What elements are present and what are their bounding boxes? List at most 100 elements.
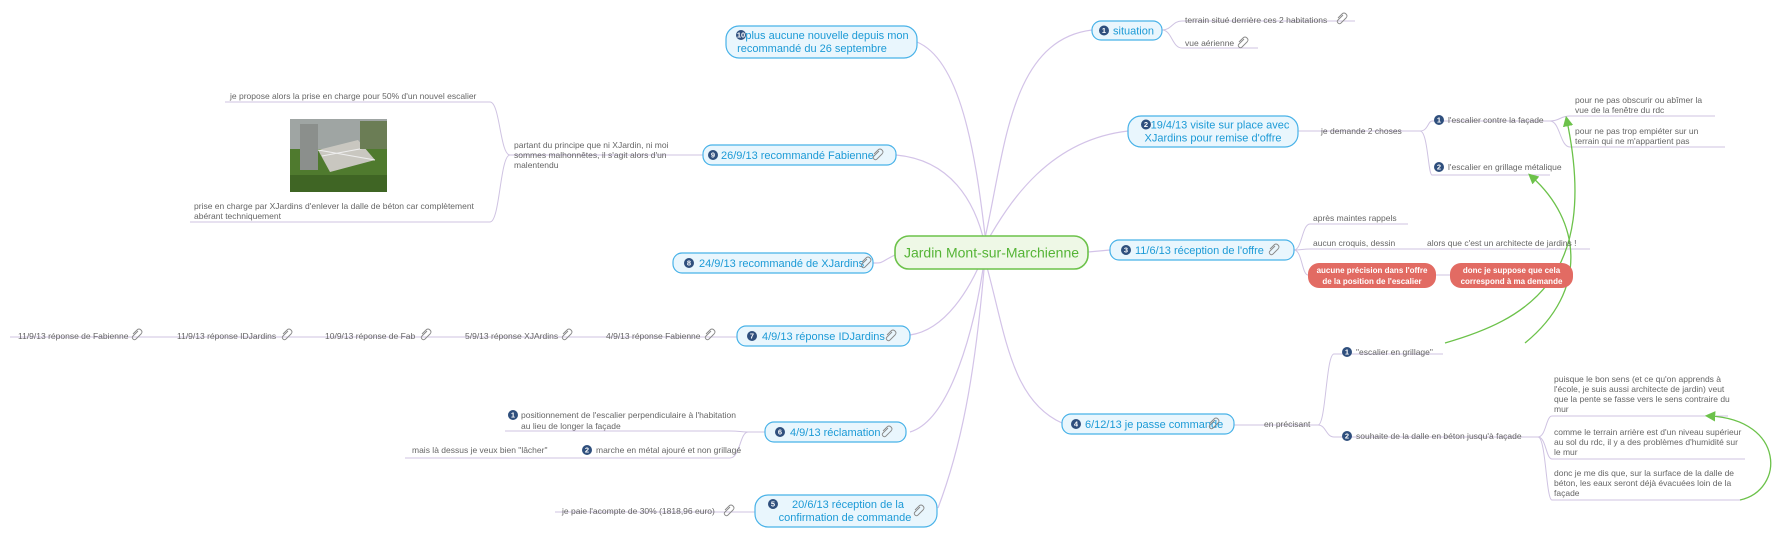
svg-text:2: 2 (585, 446, 589, 455)
fabienne-sub-3: malentendu (514, 160, 559, 170)
topic-registered-xjardins[interactable]: 8 24/9/13 recommandé de XJardins (672, 252, 874, 274)
response-chain-2: 5/9/13 réponse XJArdins (465, 331, 558, 341)
main-edges (872, 29, 1129, 509)
topic-registered-fabienne-label: 26/9/13 recommandé Fabienne (721, 150, 874, 162)
svg-text:6: 6 (778, 428, 782, 437)
svg-text:2: 2 (1144, 120, 1148, 129)
topic-complaint[interactable]: 6 4/9/13 réclamation (764, 421, 907, 443)
topic-offer[interactable]: 3 11/6/13 réception de l'offre (1109, 239, 1295, 261)
svg-text:8: 8 (687, 259, 691, 268)
topic-no-news-line-1: plus aucune nouvelle depuis mon (745, 30, 908, 42)
order-item-2-detail-1d: mur (1554, 404, 1569, 414)
visit-item-1: l'escalier contre la façade (1448, 115, 1544, 125)
svg-text:7: 7 (750, 332, 754, 341)
garden-photo[interactable] (290, 119, 387, 192)
svg-text:3: 3 (1124, 246, 1128, 255)
order-item-2-detail-1c: que la pente se fasse vers le sens contr… (1554, 394, 1730, 404)
complaint-item-2-sub: mais là dessus je veux bien "lâcher" (412, 445, 548, 455)
topic-offer-label: 11/6/13 réception de l'offre (1135, 245, 1264, 257)
confirmation-child: je paie l'acompte de 30% (1818,96 euro) (561, 506, 715, 516)
order-item-2-detail-1b: l'école, je suis aussi architecte de jar… (1554, 384, 1725, 394)
topic-visit-line-1: 19/4/13 visite sur place avec (1151, 120, 1290, 132)
response-chain-3: 10/9/13 réponse de Fab (325, 331, 416, 341)
order-item-2-detail-2a: comme le terrain arrière est d'un niveau… (1554, 427, 1741, 437)
complaint-item-1b: au lieu de longer la façade (521, 421, 621, 431)
svg-text:1: 1 (1437, 116, 1441, 125)
response-chain-1: 4/9/13 réponse Fabienne (606, 331, 701, 341)
attachment-icon[interactable] (1237, 36, 1249, 49)
svg-text:4: 4 (1074, 420, 1079, 429)
order-item-2-detail-2b: au sol du rdc, il y a des problèmes d'hu… (1554, 437, 1738, 447)
offer-child-1: après maintes rappels (1313, 213, 1397, 223)
center-topic-label: Jardin Mont-sur-Marchienne (904, 245, 1079, 261)
situation-child-1: terrain situé derrière ces 2 habitations (1185, 15, 1327, 25)
topic-response-label: 4/9/13 réponse IDJardins (762, 331, 885, 343)
fabienne-bottom-1: prise en charge par XJardins d'enlever l… (194, 201, 475, 211)
topic-confirmation-line-2: confirmation de commande (779, 512, 912, 524)
center-topic[interactable]: Jardin Mont-sur-Marchienne (894, 235, 1089, 270)
visit-item-1-detail-1a: pour ne pas obscurir ou abîmer la (1575, 95, 1702, 105)
topic-order[interactable]: 4 6/12/13 je passe commande (1061, 413, 1235, 435)
attachment-icon[interactable] (723, 504, 735, 517)
svg-text:9: 9 (711, 151, 715, 160)
topic-response[interactable]: 7 4/9/13 réponse IDJardins (736, 325, 911, 347)
topic-no-news[interactable]: 10 plus aucune nouvelle depuis mon recom… (725, 25, 918, 59)
order-item-2-detail-3c: façade (1554, 488, 1580, 498)
svg-text:correspond à ma demande: correspond à ma demande (1461, 277, 1563, 286)
complaint-item-1a: positionnement de l'escalier perpendicul… (521, 410, 736, 420)
visit-item-1-detail-1b: vue de la fenêtre du rdc (1575, 105, 1665, 115)
topic-no-news-line-2: recommandé du 26 septembre (737, 43, 887, 55)
svg-text:5: 5 (771, 500, 775, 509)
visit-item-2: l'escalier en grillage métalique (1448, 162, 1562, 172)
fabienne-proposal: je propose alors la prise en charge pour… (229, 91, 477, 101)
svg-text:10: 10 (737, 31, 745, 40)
order-item-2-detail-3b: béton, les eaux seront déjà évacuées loi… (1554, 478, 1731, 488)
response-chain-5: 11/9/13 réponse de Fabienne (18, 331, 129, 341)
attachment-icon[interactable] (420, 328, 432, 341)
topic-visit-line-2: XJardins pour remise d'offre (1144, 133, 1281, 145)
svg-text:donc je suppose que cela: donc je suppose que cela (1463, 266, 1561, 275)
attachment-icon[interactable] (561, 328, 573, 341)
svg-text:aucune précision dans l'offre: aucune précision dans l'offre (1317, 266, 1428, 275)
topic-confirmation[interactable]: 5 20/6/13 réception de la confirmation d… (754, 494, 938, 528)
complaint-item-2: marche en métal ajouré et non grillagé (596, 445, 741, 455)
topic-complaint-label: 4/9/13 réclamation (790, 427, 881, 439)
svg-text:1: 1 (511, 411, 515, 420)
attachment-icon[interactable] (281, 328, 293, 341)
topic-registered-fabienne[interactable]: 9 26/9/13 recommandé Fabienne (702, 144, 897, 166)
attachment-icon[interactable] (131, 328, 143, 341)
attachment-icon[interactable] (704, 328, 716, 341)
response-chain-4: 11/9/13 réponse IDJardins (177, 331, 276, 341)
topic-situation-label: situation (1113, 26, 1154, 38)
svg-text:1: 1 (1345, 348, 1349, 357)
visit-item-1-detail-2a: pour ne pas trop empiéter sur un (1575, 126, 1699, 136)
order-item-2: souhaite de la dalle en béton jusqu'à fa… (1356, 431, 1522, 441)
svg-text:de la position de l'escalier: de la position de l'escalier (1322, 277, 1421, 286)
order-item-2-detail-1a: puisque le bon sens (et ce qu'on apprend… (1554, 374, 1721, 384)
topic-situation[interactable]: 1 situation (1091, 20, 1163, 41)
fabienne-sub-2: sommes malhonnêtes, il s'agit alors d'un (514, 150, 667, 160)
fabienne-bottom-2: abérant techniquement (194, 211, 282, 221)
fabienne-sub-1: partant du principe que ni XJardin, ni m… (514, 140, 669, 150)
badge-suppose: donc je suppose que cela correspond à ma… (1450, 263, 1573, 288)
offer-child-2: aucun croquis, dessin (1313, 238, 1395, 248)
topic-order-label: 6/12/13 je passe commande (1085, 419, 1223, 431)
situation-child-2: vue aérienne (1185, 38, 1234, 48)
svg-text:1: 1 (1102, 26, 1106, 35)
order-item-2-detail-2c: le mur (1554, 447, 1578, 457)
order-item-1: "escalier en grillage" (1356, 347, 1433, 357)
topic-confirmation-line-1: 20/6/13 réception de la (792, 499, 905, 511)
offer-child-2b: alors que c'est un architecte de jardins… (1427, 238, 1577, 248)
order-sub: en précisant (1264, 419, 1311, 429)
svg-text:2: 2 (1437, 163, 1441, 172)
badge-no-precision: aucune précision dans l'offre de la posi… (1308, 263, 1436, 288)
visit-sub: je demande 2 choses (1320, 126, 1402, 136)
topic-visit[interactable]: 2 19/4/13 visite sur place avec XJardins… (1127, 115, 1299, 148)
attachment-icon[interactable] (1336, 12, 1348, 25)
topic-registered-xjardins-label: 24/9/13 recommandé de XJardins (699, 258, 865, 270)
svg-text:2: 2 (1345, 432, 1349, 441)
child-edges (10, 20, 1745, 513)
visit-item-1-detail-2b: terrain qui ne m'appartient pas (1575, 136, 1690, 146)
order-item-2-detail-3a: donc je me dis que, sur la surface de la… (1554, 468, 1734, 478)
